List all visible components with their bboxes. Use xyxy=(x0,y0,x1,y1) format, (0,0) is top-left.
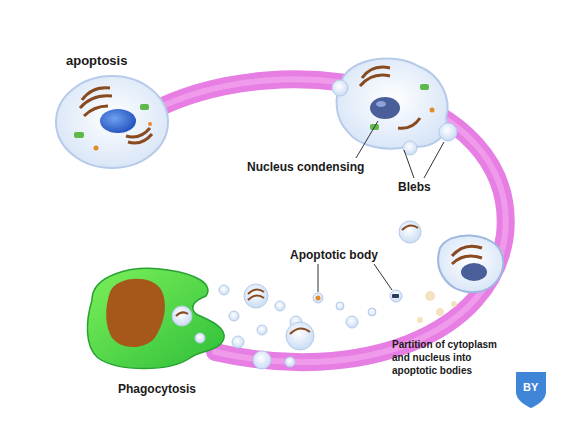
stage-label: Phagocytosis xyxy=(118,382,196,396)
fragmenting-cell xyxy=(417,235,503,323)
step-note: Partition of cytoplasm and nucleus into … xyxy=(392,338,504,377)
watermark: BY xyxy=(523,381,538,393)
leader-lines xyxy=(318,121,444,292)
blebbing-cell xyxy=(332,58,457,155)
part-label: Nucleus condensing xyxy=(247,160,364,174)
part-label: Blebs xyxy=(398,180,431,194)
normal-cell xyxy=(56,76,168,168)
part-label: Apoptotic body xyxy=(290,248,378,262)
phagocyte xyxy=(87,268,224,368)
stage-label: apoptosis xyxy=(66,53,127,68)
logo-shield xyxy=(516,372,546,408)
apoptotic-bodies xyxy=(219,221,421,369)
